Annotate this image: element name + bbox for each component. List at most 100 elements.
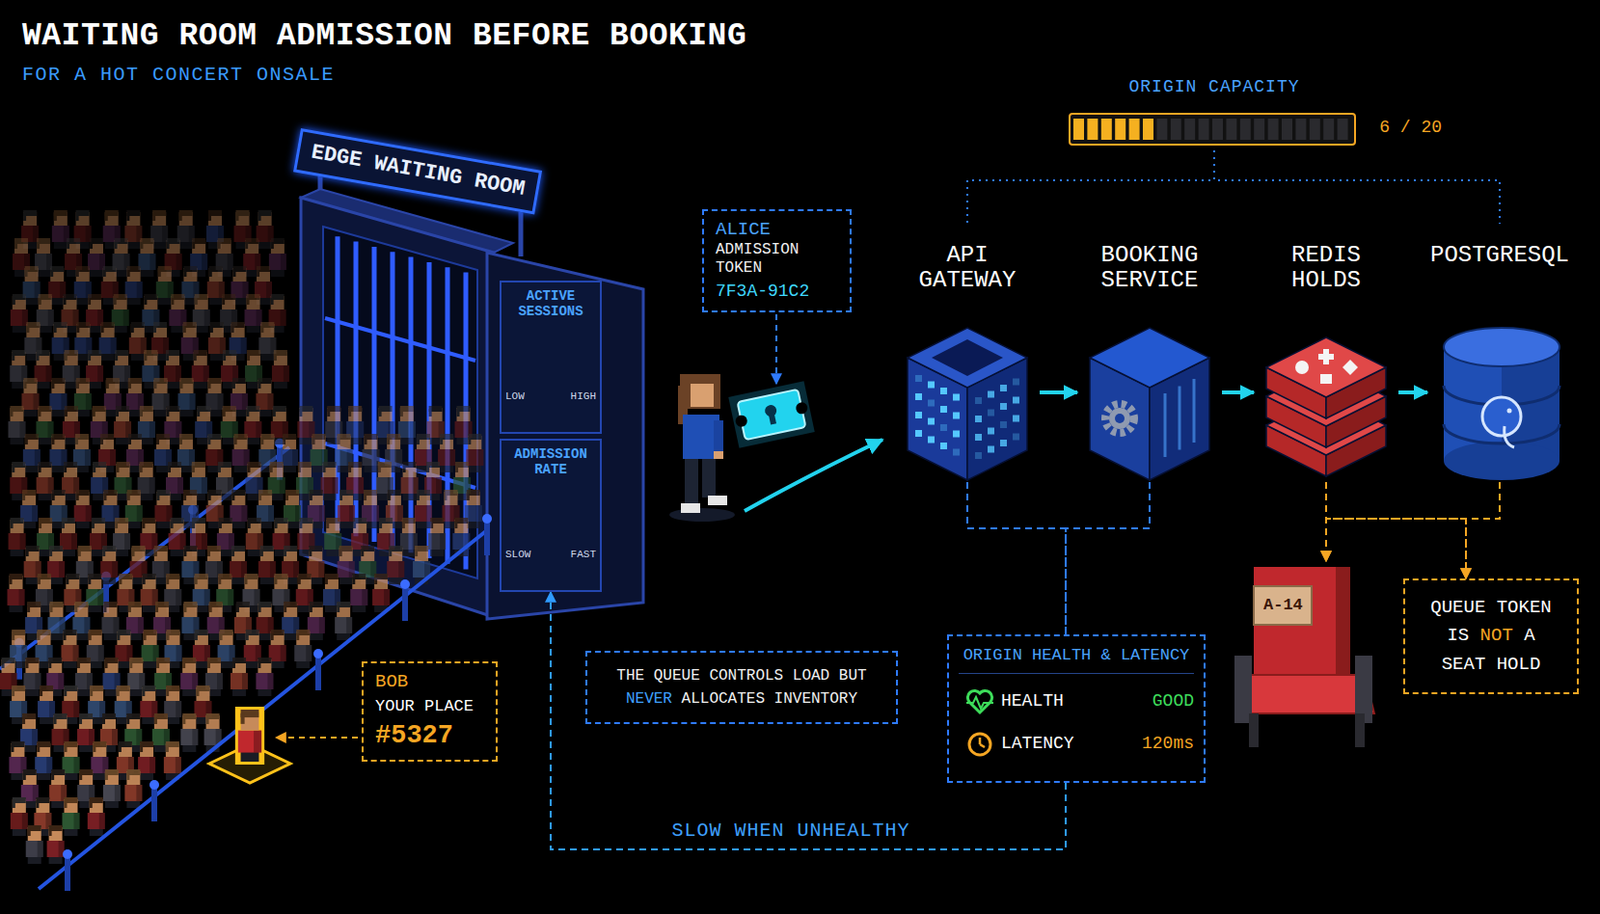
person-hair: [282, 436, 286, 445]
admission-arrow: [744, 439, 883, 512]
alice-face: [690, 383, 714, 407]
crowd-person: [337, 489, 355, 529]
person-legs: [179, 464, 193, 473]
person-hair: [11, 688, 15, 697]
person-legs: [416, 520, 431, 529]
person-legs: [126, 241, 140, 249]
person-body: [62, 757, 81, 774]
person-shade: [357, 477, 364, 494]
person-hair: [74, 604, 78, 613]
person-body: [35, 421, 54, 438]
person-hair: [194, 297, 198, 305]
person-body: [100, 561, 118, 578]
person-hair: [374, 576, 378, 585]
capacity-bar: [1069, 113, 1356, 145]
person-shade: [435, 477, 442, 494]
person-hair: [325, 520, 329, 529]
stanchion-post: [64, 856, 71, 892]
person-body: [230, 673, 248, 690]
crowd-person: [103, 769, 121, 809]
person-hair: [339, 548, 343, 557]
person-body: [47, 840, 65, 858]
person-hair: [103, 604, 107, 613]
person-hair: [63, 297, 67, 305]
person-hair: [165, 576, 169, 585]
person-shade: [123, 309, 130, 326]
crowd-person: [437, 433, 456, 473]
capacity-segment: [1240, 118, 1251, 140]
person-legs: [143, 325, 158, 333]
person-hair: [231, 548, 235, 557]
person-legs: [273, 380, 288, 389]
person-shade: [31, 729, 38, 746]
person-hair: [76, 492, 80, 501]
ticket-notch: [794, 401, 809, 415]
person-hair: [379, 520, 382, 529]
person-hair: [54, 716, 57, 725]
person-body: [361, 449, 380, 466]
crowd-person: [163, 741, 182, 781]
person-legs: [312, 464, 326, 473]
person-hair: [455, 464, 459, 473]
window: [940, 424, 948, 432]
person-hair: [191, 520, 195, 529]
person-body: [258, 337, 276, 354]
person-body: [137, 253, 156, 271]
person-hair: [156, 436, 160, 445]
window: [915, 411, 923, 419]
crowd-person: [103, 657, 121, 697]
person-shade: [373, 505, 380, 522]
person-legs: [325, 548, 340, 557]
person-legs: [76, 297, 90, 305]
person-legs: [402, 548, 416, 557]
person-hair: [218, 520, 222, 529]
crowd-person: [350, 573, 368, 613]
person-hair: [92, 408, 96, 417]
alice-shoe: [707, 495, 728, 506]
crowd-person: [398, 406, 416, 445]
person-hair: [337, 436, 341, 445]
person-body: [280, 449, 299, 466]
person-hair: [467, 436, 471, 445]
person-hair: [274, 520, 278, 529]
person-shade: [409, 421, 416, 438]
ticket-glow: [728, 380, 814, 448]
window: [1000, 403, 1007, 410]
person-legs: [339, 520, 353, 529]
gate-front: [300, 197, 494, 618]
person-hair: [271, 632, 274, 641]
person-shade: [216, 673, 223, 690]
person-hair: [50, 269, 54, 277]
person-legs: [92, 772, 107, 781]
person-hair: [92, 744, 96, 753]
person-hair: [195, 688, 199, 697]
person-shade: [280, 253, 287, 271]
person-hair: [76, 380, 80, 389]
crowd-person: [258, 322, 276, 361]
person-hair: [283, 604, 287, 613]
person-hair: [26, 548, 29, 557]
crowd-person: [62, 350, 81, 389]
person-hair: [154, 380, 158, 389]
person-legs: [260, 576, 274, 585]
person-legs: [400, 436, 414, 445]
crowd-person: [89, 517, 108, 557]
person-legs: [91, 548, 106, 557]
person-legs: [257, 688, 272, 697]
person-legs: [222, 380, 237, 389]
person-body: [124, 785, 142, 802]
person-legs: [139, 772, 154, 781]
person-hair: [127, 492, 131, 501]
person-shade: [111, 561, 118, 578]
person-hair: [170, 297, 174, 305]
person-hair: [182, 660, 186, 669]
person-shade: [189, 393, 196, 410]
crowd-person: [321, 461, 339, 501]
person-shade: [175, 701, 182, 718]
person-legs: [54, 352, 68, 361]
person-hair: [63, 464, 67, 473]
window: [1000, 439, 1007, 447]
window: [1012, 433, 1020, 441]
person-hair: [360, 548, 364, 557]
window: [975, 415, 982, 423]
